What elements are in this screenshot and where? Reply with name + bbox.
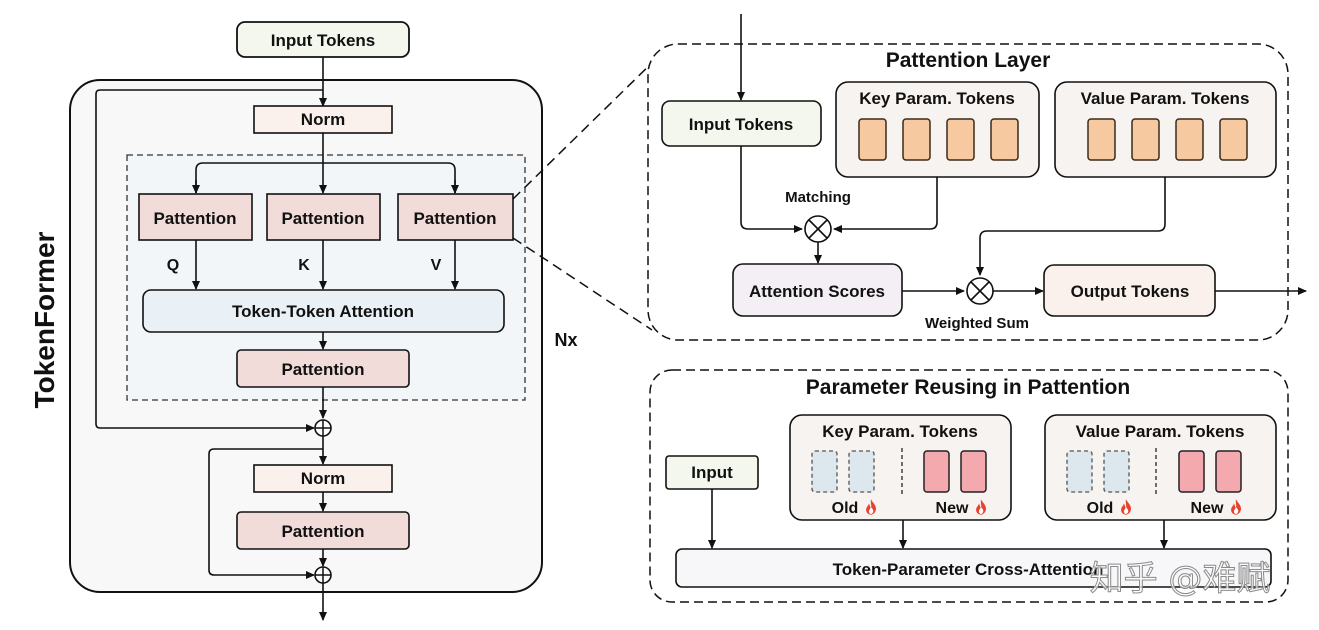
zoom-connector-bottom bbox=[512, 237, 653, 331]
pattention-k-label: Pattention bbox=[281, 209, 364, 228]
reuse-key-param-label: Key Param. Tokens bbox=[822, 422, 978, 441]
value-param-token bbox=[1219, 118, 1248, 161]
k-label: K bbox=[298, 257, 310, 274]
new-key-token bbox=[960, 450, 987, 493]
q-label: Q bbox=[167, 257, 179, 274]
output-tokens-label: Output Tokens bbox=[1071, 282, 1190, 301]
old-key-label: Old bbox=[832, 500, 859, 517]
old-value-token bbox=[1103, 450, 1130, 493]
pattention-v-label: Pattention bbox=[413, 209, 496, 228]
pattention-k-box bbox=[266, 193, 381, 241]
old-key-token bbox=[848, 450, 875, 493]
tokenformer-block: Input Tokens Norm Pattention Pattention … bbox=[29, 21, 578, 621]
repeat-label: Nx bbox=[554, 330, 577, 350]
pattention-q-box bbox=[138, 193, 253, 241]
parameter-reusing-panel: Parameter Reusing in Pattention Input Ke… bbox=[649, 369, 1289, 603]
parameter-reusing-title: Parameter Reusing in Pattention bbox=[806, 376, 1130, 399]
pattention-ffn-label: Pattention bbox=[281, 522, 364, 541]
attention-scores-box bbox=[732, 263, 903, 317]
value-param-token bbox=[1087, 118, 1116, 161]
reuse-input-label: Input bbox=[691, 463, 733, 482]
key-param-token bbox=[902, 118, 931, 161]
key-param-token bbox=[946, 118, 975, 161]
norm-box-2 bbox=[253, 464, 393, 493]
new-value-token bbox=[1215, 450, 1242, 493]
pattention-out-label: Pattention bbox=[281, 360, 364, 379]
reuse-key-param-group bbox=[789, 414, 1012, 521]
token-token-attention-label: Token-Token Attention bbox=[232, 302, 414, 321]
value-param-token bbox=[1131, 118, 1160, 161]
key-param-token bbox=[858, 118, 887, 161]
attention-scores-label: Attention Scores bbox=[749, 282, 885, 301]
cross-attention-box bbox=[675, 548, 1272, 588]
pl-value-param-label: Value Param. Tokens bbox=[1081, 89, 1250, 108]
residual-connection-2 bbox=[208, 448, 323, 579]
input-tokens-label: Input Tokens bbox=[271, 31, 376, 50]
pl-key-param-label: Key Param. Tokens bbox=[859, 89, 1015, 108]
new-key-token bbox=[923, 450, 950, 493]
pattention-layer-title: Pattention Layer bbox=[886, 49, 1051, 72]
key-param-token bbox=[990, 118, 1019, 161]
value-param-token bbox=[1175, 118, 1204, 161]
reuse-value-param-group bbox=[1044, 414, 1277, 521]
residual-connection-1 bbox=[95, 89, 323, 432]
norm-box-1 bbox=[253, 105, 393, 134]
old-value-token bbox=[1066, 450, 1093, 493]
pattention-v-box bbox=[397, 193, 514, 241]
cross-attention-label: Token-Parameter Cross-Attention bbox=[833, 560, 1104, 579]
pattention-layer-panel: Pattention Layer Input Tokens Key Param.… bbox=[647, 14, 1307, 341]
norm-label-2: Norm bbox=[301, 469, 345, 488]
old-value-label: Old bbox=[1087, 500, 1114, 517]
watermark: 知乎 @难赋 bbox=[1090, 559, 1271, 599]
matching-label: Matching bbox=[785, 189, 851, 206]
pl-input-tokens-label: Input Tokens bbox=[689, 115, 794, 134]
new-key-label: New bbox=[936, 500, 969, 517]
weighted-sum-label: Weighted Sum bbox=[925, 315, 1029, 332]
v-label: V bbox=[431, 257, 442, 274]
pattention-q-label: Pattention bbox=[153, 209, 236, 228]
tokenformer-title: TokenFormer bbox=[29, 231, 60, 408]
old-key-token bbox=[811, 450, 838, 493]
norm-label-1: Norm bbox=[301, 110, 345, 129]
new-value-label: New bbox=[1191, 500, 1224, 517]
new-value-token bbox=[1178, 450, 1205, 493]
reuse-value-param-label: Value Param. Tokens bbox=[1076, 422, 1245, 441]
zoom-connector-top bbox=[512, 54, 661, 200]
